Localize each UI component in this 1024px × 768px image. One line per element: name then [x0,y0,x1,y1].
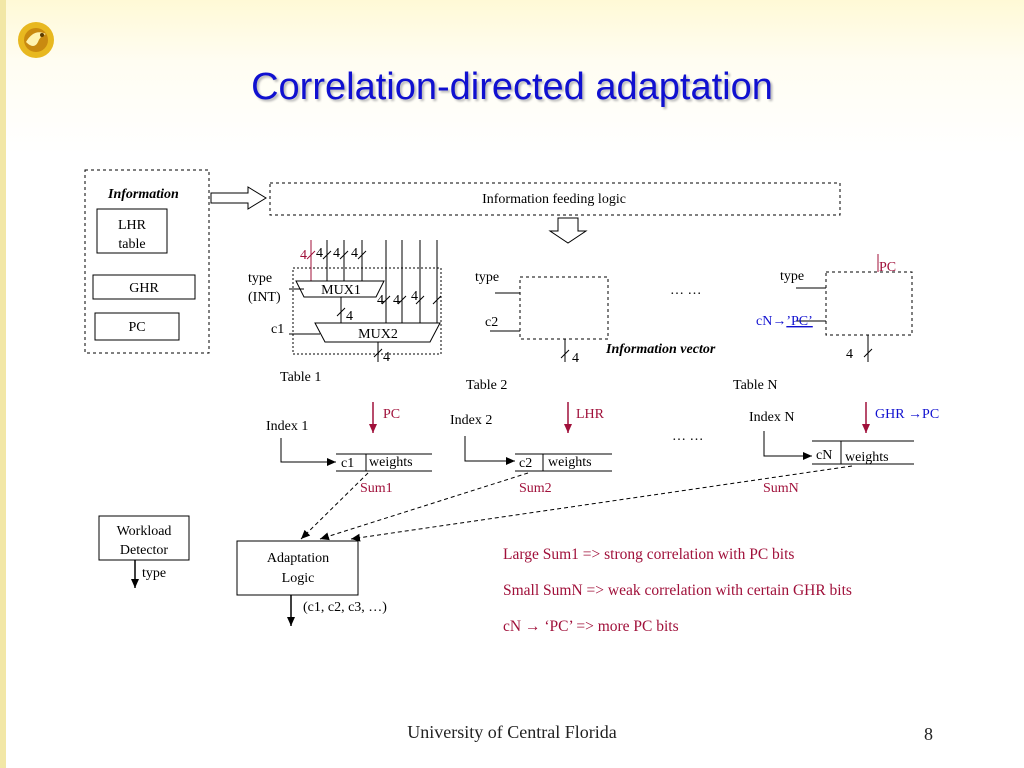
t1-width-1: 4 [316,246,323,261]
mux2-label: MUX2 [358,327,398,342]
sum-2-label: Sum2 [519,481,552,496]
index-2-cell: c2 [519,456,532,471]
slide-left-bar [0,0,6,768]
ghr-label: GHR [129,281,159,296]
t1-int-label: (INT) [248,290,281,305]
table-2-caption: Table 2 [466,378,507,393]
sum-1-label: Sum1 [360,481,393,496]
page-number: 8 [924,724,933,744]
t1-width-6: 4 [411,289,418,304]
t1-width-0: 4 [300,248,307,263]
feeding-logic-box: Information feeding logic [269,182,841,216]
table-n-caption: Table N [733,378,778,393]
t1-width-8: 4 [383,350,390,365]
adaptation-logic: Adaptation Logic (c1, c2, c3, …) [236,540,387,626]
t1-c1-label: c1 [271,322,284,337]
index-1-label: Index 1 [266,419,308,434]
t1-type-label: type [248,271,272,286]
index-n-input: GHR →PC [875,407,939,422]
t2-width: 4 [572,351,579,366]
information-vector-label: Information vector [605,342,716,357]
t2-type-label: type [475,270,499,285]
tn-cn-mapping: cN→’PC’ [756,314,813,329]
table-2: type c2 4 Table 2 [466,270,609,393]
workload-line2: Detector [120,543,169,558]
index-n-weights: weights [845,450,889,465]
tn-width: 4 [846,347,853,362]
feed-arrow [210,186,267,210]
observation-3: cN → ‘PC’ => more PC bits [503,618,679,635]
t1-width-2: 4 [333,246,340,261]
slide-footer: University of Central Florida [407,722,617,742]
index-ellipsis: … … [672,429,704,444]
slide-title: Correlation-directed adaptation [251,66,773,108]
lhr-table-label: table [118,237,145,252]
t1-width-4: 4 [377,293,384,308]
pc-label: PC [128,320,145,335]
workload-detector: Workload Detector type [98,515,190,588]
workload-output: type [142,566,166,581]
lhr-label: LHR [118,218,147,233]
down-arrow [548,217,588,244]
observation-2: Small SumN => weak correlation with cert… [503,582,852,599]
table-1-caption: Table 1 [280,370,321,385]
tn-type-label: type [780,269,804,284]
t1-width-3: 4 [351,246,358,261]
index-2-label: Index 2 [450,413,492,428]
index-1-cell: c1 [341,456,354,471]
index-1: Index 1 PC c1 weights Sum1 [266,402,432,496]
adaptation-line2: Logic [282,571,315,586]
workload-line1: Workload [117,524,172,539]
table-n: type PC cN→’PC’ 4 Table N [733,254,913,393]
table-1: 4 4 4 4 4 4 4 MUX1 4 MUX2 4 type (INT) c… [248,240,442,385]
index-2-input: LHR [576,407,605,422]
tn-pc-label: PC [879,260,896,275]
information-box: Information LHR table GHR PC [84,169,210,354]
university-logo [18,22,54,58]
index-1-input: PC [383,407,400,422]
adaptation-line1: Adaptation [267,551,329,566]
index-n-cell: cN [816,448,832,463]
sum-n-label: SumN [763,481,799,496]
information-label: Information [107,187,179,202]
observation-1: Large Sum1 => strong correlation with PC… [503,546,794,563]
adaptation-output: (c1, c2, c3, …) [303,600,387,615]
index-2-weights: weights [548,455,592,470]
sum-arrows [300,465,853,542]
t2-c2-label: c2 [485,315,498,330]
index-n: Index N GHR →PC cN weights SumN [749,402,939,496]
index-1-weights: weights [369,455,413,470]
mux1-label: MUX1 [321,283,361,298]
feeding-logic-label: Information feeding logic [482,192,626,207]
tables-ellipsis: … … [670,283,702,298]
t1-width-5: 4 [393,293,400,308]
index-2: Index 2 LHR c2 weights Sum2 [450,402,612,496]
index-n-label: Index N [749,410,795,425]
observations: Large Sum1 => strong correlation with PC… [503,546,852,635]
t1-width-7: 4 [346,309,353,324]
